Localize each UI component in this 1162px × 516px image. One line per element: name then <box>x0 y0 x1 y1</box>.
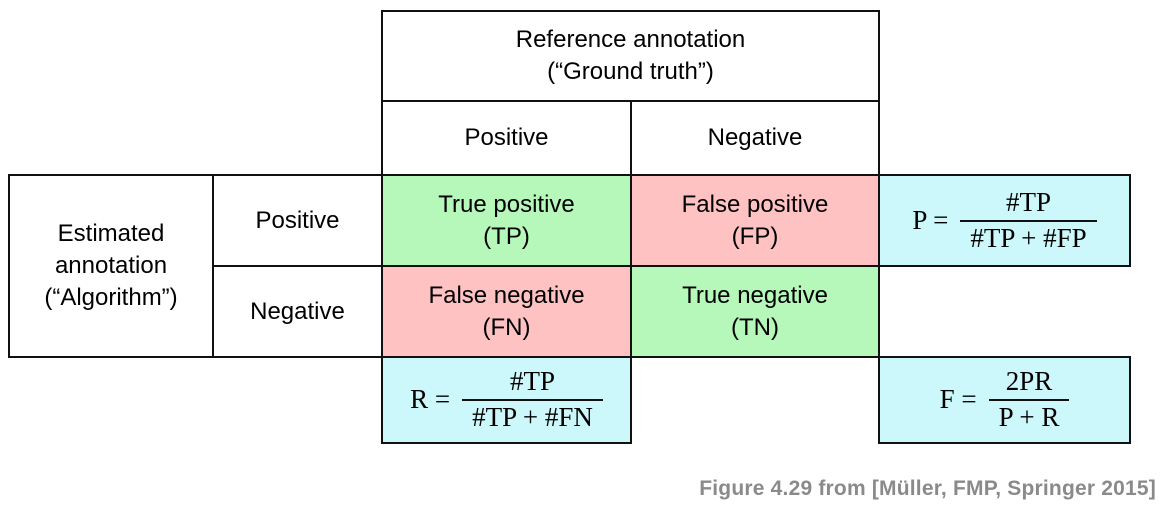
f-measure-numerator: 2PR <box>1005 366 1053 397</box>
recall-lhs: R = <box>410 384 451 415</box>
figure-caption: Figure 4.29 from [Müller, FMP, Springer … <box>699 477 1156 500</box>
cell-true-negative-line1: True negative <box>682 281 828 309</box>
column-header-negative: Negative <box>630 100 880 176</box>
f-measure-lhs: F = <box>939 384 977 415</box>
reference-annotation-header: Reference annotation (“Ground truth”) <box>381 10 880 102</box>
reference-annotation-line2: (“Ground truth”) <box>547 58 714 85</box>
recall-denominator: #TP + #FN <box>462 399 603 433</box>
precision-denominator: #TP + #FP <box>960 219 1097 254</box>
recall-numerator: #TP <box>509 366 555 397</box>
cell-true-positive-line1: True positive <box>438 190 575 218</box>
cell-true-negative-line2: (TN) <box>731 313 779 341</box>
column-header-positive: Positive <box>381 100 632 176</box>
row-header-positive: Positive <box>212 174 383 267</box>
estimated-annotation-line1: Estimated <box>57 220 165 248</box>
f-measure-denominator: P + R <box>988 399 1070 433</box>
cell-true-positive: True positive (TP) <box>381 174 632 267</box>
cell-false-positive-line1: False positive <box>681 190 829 218</box>
cell-false-negative-line1: False negative <box>428 281 585 309</box>
row-header-negative-label: Negative <box>250 297 345 325</box>
cell-false-negative: False negative (FN) <box>381 265 632 358</box>
row-header-positive-label: Positive <box>255 206 340 234</box>
precision-fraction: #TP #TP + #FP <box>960 186 1097 254</box>
cell-false-positive: False positive (FP) <box>630 174 880 267</box>
cell-false-negative-line2: (FN) <box>482 313 531 341</box>
column-header-positive-label: Positive <box>464 124 549 152</box>
estimated-annotation-line2: annotation <box>54 252 168 280</box>
cell-true-negative: True negative (TN) <box>630 265 880 358</box>
row-header-negative: Negative <box>212 265 383 358</box>
estimated-annotation-header: Estimated annotation (“Algorithm”) <box>8 174 214 358</box>
cell-false-positive-line2: (FP) <box>731 222 779 250</box>
precision-lhs: P = <box>912 204 949 235</box>
f-measure-formula-box: F = 2PR P + R <box>878 356 1131 444</box>
column-header-negative-label: Negative <box>707 124 803 152</box>
precision-numerator: #TP <box>1005 186 1051 217</box>
recall-formula-box: R = #TP #TP + #FN <box>381 356 632 444</box>
recall-fraction: #TP #TP + #FN <box>462 367 603 432</box>
reference-annotation-line1: Reference annotation <box>515 26 746 54</box>
f-measure-fraction: 2PR P + R <box>988 366 1070 433</box>
precision-formula-box: P = #TP #TP + #FP <box>878 174 1131 267</box>
estimated-annotation-line3: (“Algorithm”) <box>44 283 178 311</box>
cell-true-positive-line2: (TP) <box>483 222 530 250</box>
